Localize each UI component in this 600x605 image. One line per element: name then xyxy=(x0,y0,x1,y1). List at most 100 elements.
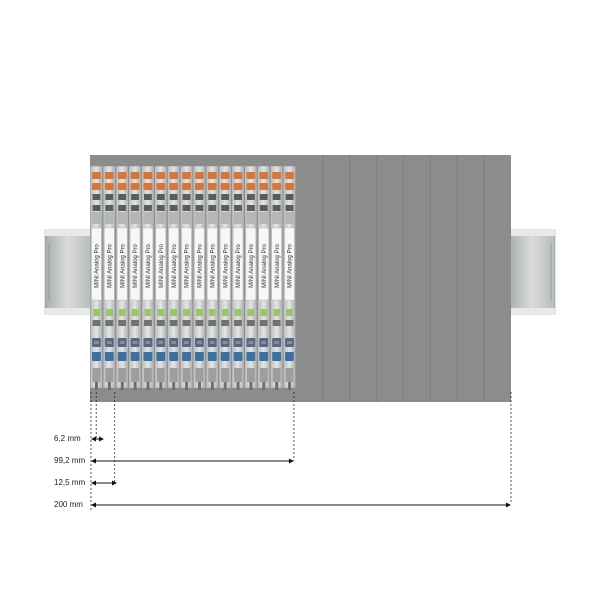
terminal-module: MINI Analog Pro xyxy=(257,165,271,390)
blue-release-lever xyxy=(207,352,217,361)
housing-foot xyxy=(259,368,268,382)
connection-point xyxy=(131,320,139,326)
status-led xyxy=(195,309,203,316)
dimension-arrows xyxy=(91,436,511,508)
status-led xyxy=(208,309,216,316)
connection-point xyxy=(156,194,165,200)
blue-release-lever xyxy=(104,352,114,361)
marker-label xyxy=(271,227,282,301)
marker-label xyxy=(168,227,179,301)
housing-foot xyxy=(246,368,255,382)
module-label-text: MINI Analog Pro xyxy=(108,243,114,287)
terminal-module: MINI Analog Pro xyxy=(90,165,103,390)
terminal-module: MINI Analog Pro xyxy=(193,165,206,390)
orange-release-lever xyxy=(207,183,217,190)
terminal-module: MINI Analog Pro xyxy=(205,165,219,390)
marker-label xyxy=(117,227,128,301)
connection-point xyxy=(92,320,101,326)
foot-latch xyxy=(146,382,150,390)
connection-point xyxy=(131,194,139,200)
dimension-label-module-width: 6,2 mm xyxy=(54,434,81,443)
marker-label xyxy=(207,227,218,301)
module-label-text: MINI Analog Pro xyxy=(262,243,268,287)
connection-point xyxy=(208,205,217,211)
housing-foot xyxy=(143,368,152,382)
marker-label xyxy=(284,227,295,301)
blue-release-lever xyxy=(259,352,269,361)
orange-marker xyxy=(171,341,177,344)
status-led xyxy=(247,309,255,316)
status-led xyxy=(144,309,152,316)
orange-marker xyxy=(94,341,99,344)
blue-release-lever xyxy=(220,352,230,361)
connection-point xyxy=(169,205,178,211)
marker-label xyxy=(245,227,257,301)
housing-foot xyxy=(182,368,191,382)
orange-marker xyxy=(235,341,241,344)
connection-point xyxy=(118,205,127,211)
dimension-guides xyxy=(90,392,512,510)
marker-label xyxy=(219,227,231,301)
module-label-text: MINI Analog Pro xyxy=(223,243,229,287)
housing-rib xyxy=(194,212,204,224)
module-label-text: MINI Analog Pro xyxy=(198,243,204,287)
foot-latch xyxy=(275,382,279,390)
terminal-module: MINI Analog Pro xyxy=(102,165,116,390)
status-led xyxy=(183,309,190,316)
housing-rib xyxy=(92,212,101,224)
terminal-module: MINI Analog Pro xyxy=(218,165,232,390)
marker-label xyxy=(181,227,192,301)
orange-release-lever xyxy=(272,183,282,190)
marker-label xyxy=(155,227,166,301)
connection-point xyxy=(156,205,165,211)
connection-point xyxy=(92,205,101,211)
orange-release-lever xyxy=(207,172,217,179)
connection-point xyxy=(105,320,114,326)
module-label-text: MINI Analog Pro xyxy=(249,243,255,287)
connection-point xyxy=(221,320,230,326)
terminal-module: MINI Analog Pro xyxy=(231,165,245,390)
dimension-label-panel-width: 200 mm xyxy=(54,500,83,509)
orange-marker xyxy=(184,341,189,344)
connection-point xyxy=(234,194,242,200)
housing-rib xyxy=(169,212,179,224)
orange-release-lever xyxy=(117,172,127,179)
orange-release-lever xyxy=(246,183,256,190)
connection-point xyxy=(118,194,127,200)
terminal-module: MINI Analog Pro xyxy=(180,165,193,390)
connection-point xyxy=(118,320,127,326)
module-label-text: MINI Analog Pro xyxy=(210,243,216,287)
housing-foot xyxy=(169,368,178,382)
connection-point xyxy=(246,320,255,326)
orange-marker xyxy=(119,341,125,344)
foot-latch xyxy=(95,382,98,390)
dimension-label-assembly-width: 99,2 mm xyxy=(54,456,86,465)
blue-release-lever xyxy=(285,352,294,361)
orange-release-lever xyxy=(194,183,204,190)
connection-point xyxy=(259,205,268,211)
terminal-module: MINI Analog Pro xyxy=(270,165,284,390)
orange-release-lever xyxy=(220,183,230,190)
housing-rib xyxy=(117,212,127,224)
orange-marker xyxy=(209,341,215,344)
connection-point xyxy=(195,320,204,326)
connection-point xyxy=(143,194,152,200)
connection-point xyxy=(169,320,178,326)
module-label-text: MINI Analog Pro xyxy=(185,243,191,287)
module-label-text: MINI Analog Pro xyxy=(95,243,101,287)
connection-point xyxy=(208,194,217,200)
connection-point xyxy=(285,320,294,326)
orange-release-lever xyxy=(117,183,127,190)
connection-point xyxy=(208,320,217,326)
blue-release-lever xyxy=(143,352,153,361)
terminal-module: MINI Analog Pro xyxy=(154,165,168,390)
foot-latch xyxy=(236,382,240,390)
module-label-text: MINI Analog Pro xyxy=(133,243,139,287)
housing-rib xyxy=(285,212,294,224)
module-label-text: MINI Analog Pro xyxy=(172,243,178,287)
connection-point xyxy=(195,194,204,200)
connection-point xyxy=(259,194,268,200)
connection-point xyxy=(246,194,255,200)
